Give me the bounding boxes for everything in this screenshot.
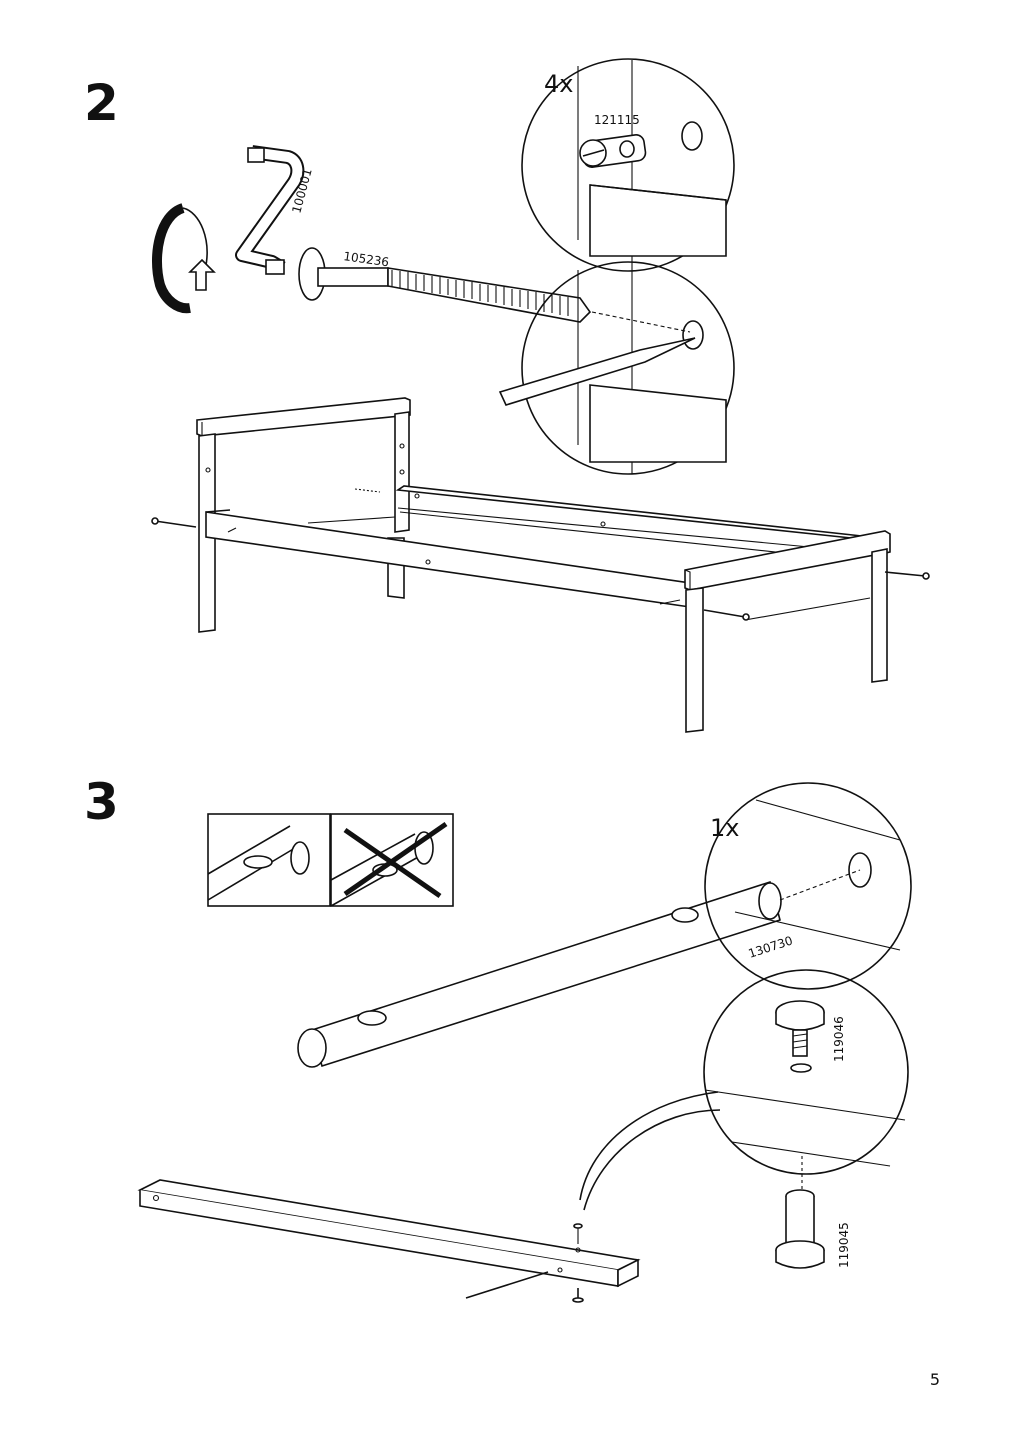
part-label-rod: 130730 — [747, 933, 795, 960]
beam-drawing — [137, 1179, 641, 1303]
incorrect-orientation-panel — [330, 813, 454, 907]
correct-orientation-panel — [207, 813, 331, 907]
detail-circle-screwdriver — [498, 261, 735, 475]
part-label-leg-cap: 119045 — [837, 1222, 851, 1268]
step-2-number: 2 — [84, 74, 119, 132]
step-3-number: 3 — [84, 773, 119, 831]
quantity-label-4x: 4x — [544, 70, 573, 98]
part-label-barrel-nut: 121115 — [594, 113, 640, 127]
allen-key-icon — [235, 145, 305, 275]
leg-cap-drawing — [775, 1156, 825, 1269]
part-label-bolt: 105236 — [343, 249, 390, 269]
detail-circle-barrel-nut — [521, 58, 735, 272]
detail-circle-rod-hole — [704, 782, 912, 990]
part-label-screw: 119046 — [832, 1016, 846, 1062]
detail-circle-screw — [703, 969, 909, 1175]
rotate-clockwise-icon — [152, 203, 216, 314]
bed-frame-drawing — [151, 397, 930, 733]
page-number: 5 — [929, 1370, 940, 1389]
quantity-label-1x: 1x — [710, 814, 739, 842]
rod-drawing — [297, 869, 861, 1068]
